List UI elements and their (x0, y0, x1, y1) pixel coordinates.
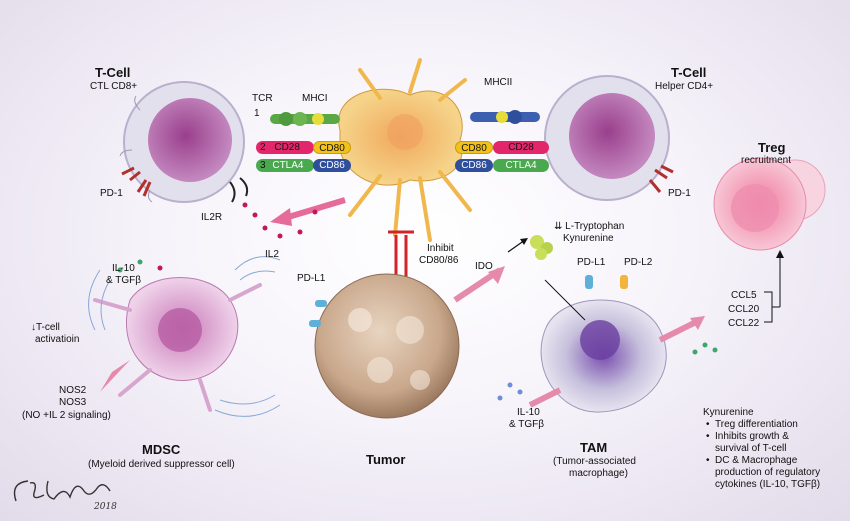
il2r-label: IL2R (201, 212, 223, 223)
cd8086-label: CD80/86 (419, 255, 459, 266)
mhci-label: MHCI (302, 93, 328, 104)
mhcii-label: MHCII (484, 77, 513, 88)
cd80-label-left: CD80 (313, 141, 351, 154)
row2-number: 2 (260, 142, 266, 153)
effect-item: DC & Macrophage (706, 455, 820, 467)
pdl1-label-tumor: PD-L1 (297, 273, 326, 284)
treg-title: Treg (758, 140, 786, 155)
ctla4-bar-left: 3 CTLA4 (256, 159, 314, 172)
pd1-label-right: PD-1 (668, 188, 691, 199)
pd1-receptors (121, 164, 674, 203)
mdsc-cell (88, 256, 281, 417)
cd86-label-right: CD86 (455, 159, 493, 172)
il10-label-mdsc: IL-10 (112, 263, 135, 274)
ctla4-label-left: CTLA4 (272, 160, 304, 171)
effect-item-continued: survival of T-cell (715, 443, 787, 454)
tgfb-label-tam: & TGFβ (509, 419, 545, 430)
ido-label: IDO (475, 261, 493, 272)
artist-signature: 2018 (13, 480, 117, 512)
mdsc-subtitle: (Myeloid derived suppressor cell) (88, 459, 235, 470)
kynurenine-label: Kynurenine (563, 233, 614, 244)
cd8-tcell-subtitle: CTL CD8+ (90, 81, 138, 92)
tumor-cell (309, 273, 460, 419)
cd86-label-left: CD86 (313, 159, 351, 172)
kynurenine-effects-list: Treg differentiation Inhibits growth & s… (705, 419, 820, 491)
tcr-label: TCR (252, 93, 273, 104)
tumor-title: Tumor (366, 452, 406, 467)
nos2-label: NOS2 (59, 385, 87, 396)
tam-cell (497, 275, 718, 413)
tam-subtitle-2: macrophage) (569, 468, 628, 479)
ido-pathway (453, 235, 553, 303)
pdl1-label-tam: PD-L1 (577, 257, 606, 268)
treg-subtitle: recruitment (741, 155, 792, 166)
tgfb-label-mdsc: & TGFβ (106, 275, 142, 286)
effect-item-continued: production of regulatory (715, 467, 821, 478)
ccl20-label: CCL20 (728, 304, 760, 315)
ctla4-label-right: CTLA4 (493, 159, 549, 172)
activation-label: activatioin (35, 334, 80, 345)
pd1-label-left: PD-1 (100, 188, 123, 199)
cd28-label-left: CD28 (274, 142, 300, 153)
l-tryptophan-label: ⇊ L-Tryptophan (554, 221, 625, 232)
nos3-label: NOS3 (59, 397, 87, 408)
svg-text:2018: 2018 (93, 502, 117, 512)
effect-item-continued: cytokines (IL-10, TGFβ) (715, 479, 821, 490)
inhibit-label: Inhibit (427, 243, 454, 254)
cd8-t-cell (119, 81, 245, 203)
kynurenine-effects-heading: Kynurenine (703, 407, 754, 418)
tam-subtitle-1: (Tumor-associated (553, 456, 636, 467)
tcr-mhc-complexes (270, 110, 540, 126)
il10-label-tam: IL-10 (517, 407, 540, 418)
cd80-label-right: CD80 (455, 141, 493, 154)
row3-number: 3 (260, 160, 266, 171)
tam-title: TAM (580, 440, 608, 455)
no-il2-label: (NO +IL 2 signaling) (22, 410, 111, 421)
cd28-bar-left: 2 CD28 (256, 141, 314, 154)
ccl-bracket (764, 250, 784, 323)
effect-item: Treg differentiation (706, 419, 820, 431)
cd4-t-cell (544, 75, 670, 201)
cd8-tcell-title: T-Cell (95, 65, 131, 80)
effect-item: Inhibits growth & (706, 431, 820, 443)
tcell-activation-label: ↓T-cell (31, 322, 60, 333)
mdsc-title: MDSC (142, 442, 181, 457)
treg-cells (713, 157, 826, 251)
il2-label: IL2 (265, 249, 279, 260)
il2-secretion (242, 197, 346, 239)
pdl2-label-tam: PD-L2 (624, 257, 653, 268)
cd4-tcell-subtitle: Helper CD4+ (655, 81, 714, 92)
cd28-label-right: CD28 (493, 141, 549, 154)
cd4-tcell-title: T-Cell (671, 65, 707, 80)
ccl5-label: CCL5 (731, 290, 757, 301)
ccl22-label: CCL22 (728, 318, 760, 329)
dendritic-cell (338, 58, 472, 242)
row1-number: 1 (254, 108, 260, 119)
